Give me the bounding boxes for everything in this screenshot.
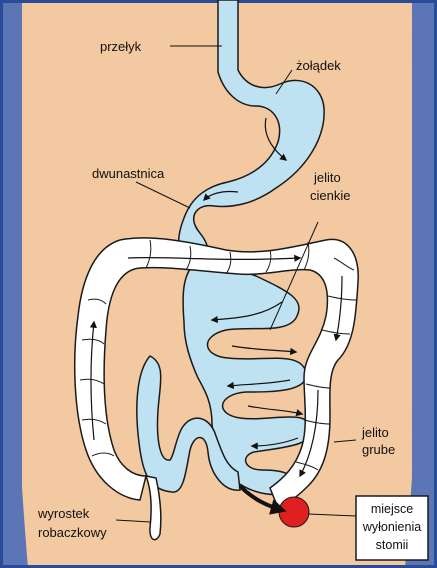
label-large-intestine-line2: grube [362,442,395,457]
label-appendix-line2: robaczkowy [38,525,107,540]
stoma-callout-line1: miejsce [371,502,413,516]
label-stomach: żołądek [296,58,341,73]
stoma-callout-line2: wyłonienia [362,520,421,534]
stoma-callout-line3: stomii [376,538,409,552]
label-esophagus: przełyk [100,39,142,54]
stoma-site [279,497,309,527]
label-large-intestine-line1: jelito [361,425,389,440]
label-appendix-line1: wyrostek [37,506,90,521]
label-duodenum: dwunastnica [92,166,165,181]
label-small-intestine-line2: cienkie [310,188,350,203]
label-small-intestine-line1: jelito [313,170,341,185]
